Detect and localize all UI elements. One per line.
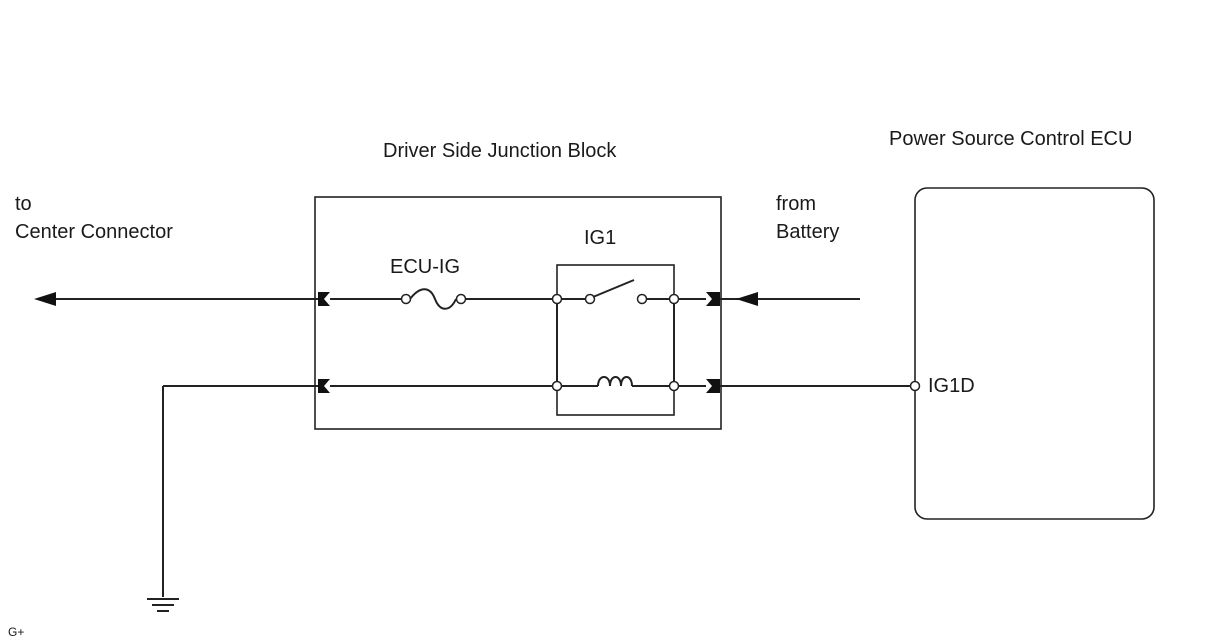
connector-right-top-icon — [706, 292, 720, 306]
bottom-wire — [162, 380, 921, 597]
connector-left-top-icon — [318, 292, 330, 306]
ecu-terminal-label: IG1D — [928, 375, 975, 397]
connector-left-bottom-icon — [318, 379, 330, 393]
arrow-left-icon — [736, 292, 758, 306]
relay-coil-icon — [551, 376, 680, 392]
fuse-icon — [400, 288, 467, 310]
relay-label: IG1 — [584, 227, 616, 249]
junction-block-title: Driver Side Junction Block — [383, 140, 617, 162]
center-connector-label: Center Connector — [15, 221, 173, 243]
figure-code: G+ — [8, 625, 24, 639]
junction-block-box — [314, 196, 722, 430]
fuse-label: ECU-IG — [390, 256, 460, 278]
power-ecu-box — [914, 187, 1155, 520]
to-label: to — [15, 193, 32, 215]
arrow-left-icon — [34, 292, 56, 306]
connector-right-bottom-icon — [706, 379, 720, 393]
ecu-terminal-pin — [909, 380, 921, 392]
from-label: from — [776, 193, 816, 215]
battery-label: Battery — [776, 221, 839, 243]
power-ecu-title: Power Source Control ECU — [889, 128, 1132, 150]
top-wire — [34, 292, 860, 306]
ground-icon — [147, 598, 179, 612]
